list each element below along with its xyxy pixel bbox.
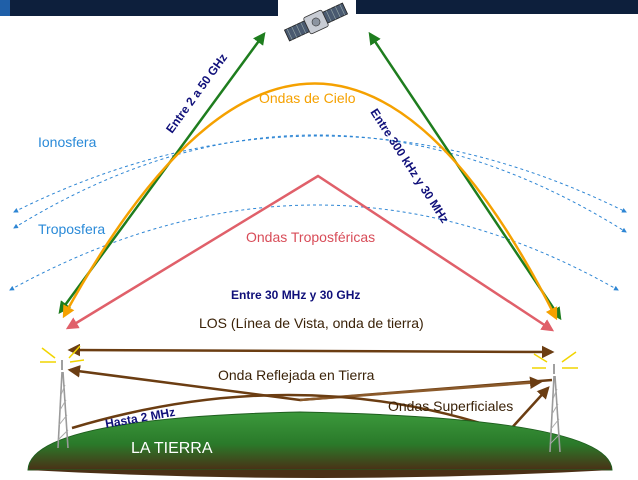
troposphere-layer-upper <box>13 135 627 213</box>
troposphere-layer-lower <box>9 204 619 291</box>
tropospheric-wave-path <box>65 174 555 332</box>
header-bar-left <box>0 0 278 16</box>
satellite-downlink-right <box>368 31 562 321</box>
troposphere-label: Troposfera <box>38 221 105 237</box>
los-label: LOS (Línea de Vista, onda de tierra) <box>199 315 424 331</box>
header-stripe-left <box>0 0 10 16</box>
tropospheric-wave-frequency-label: Entre 30 MHz y 30 GHz <box>231 288 360 302</box>
ground-reflected-wave-label: Onda Reflejada en Tierra <box>218 367 375 383</box>
satellite-icon <box>283 2 349 42</box>
header-bar-right <box>356 0 638 14</box>
sky-wave-path <box>62 82 558 321</box>
ionosphere-label: Ionosfera <box>38 134 97 150</box>
sky-wave-frequency-label: Entre 300 kHz y 30 MHz <box>367 106 451 225</box>
surface-wave-path <box>71 386 550 434</box>
earth-label: LA TIERRA <box>131 440 213 457</box>
ionosphere-layer-upper <box>13 134 627 233</box>
sky-waves-label: Ondas de Cielo <box>259 90 356 106</box>
antenna-tower-icon <box>40 345 85 449</box>
tropospheric-waves-label: Ondas Troposféricas <box>246 229 375 245</box>
antenna-tower-icon <box>532 351 578 453</box>
los-line <box>67 343 555 359</box>
earth-ground-bottom <box>28 470 612 478</box>
surface-waves-label: Ondas Superficiales <box>388 398 513 414</box>
